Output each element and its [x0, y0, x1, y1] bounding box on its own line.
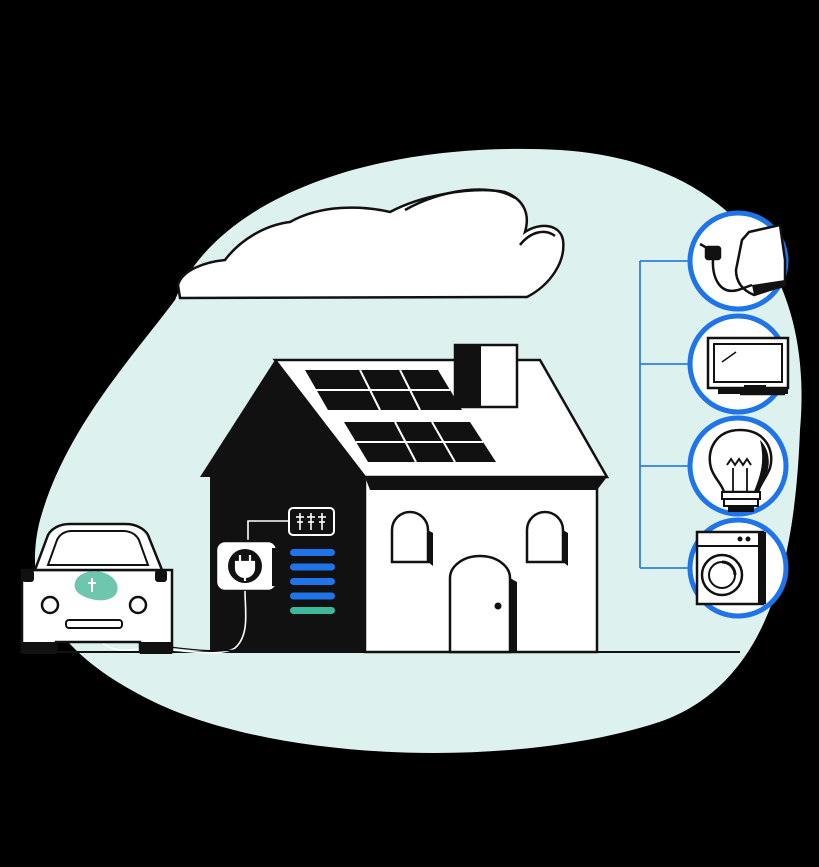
power-pylon-icon: [289, 508, 334, 535]
battery-bar: [290, 564, 335, 571]
solar-panel-icon: [305, 370, 462, 410]
solar-panel-icon: [344, 422, 496, 462]
battery-bar: [290, 578, 335, 585]
washing-machine-icon: [690, 520, 786, 616]
charger-plug-icon: [216, 541, 277, 591]
battery-bar: [290, 593, 335, 600]
computer-icon: [690, 316, 788, 412]
electric-car-icon: [22, 524, 172, 654]
door-knob: [495, 603, 502, 610]
battery-bar: [290, 549, 335, 556]
chimney-icon: [455, 345, 517, 407]
light-bulb-icon: [690, 418, 786, 514]
door[interactable]: [450, 556, 517, 652]
battery-bar: [290, 607, 335, 614]
phone-charger-icon: [690, 213, 786, 309]
